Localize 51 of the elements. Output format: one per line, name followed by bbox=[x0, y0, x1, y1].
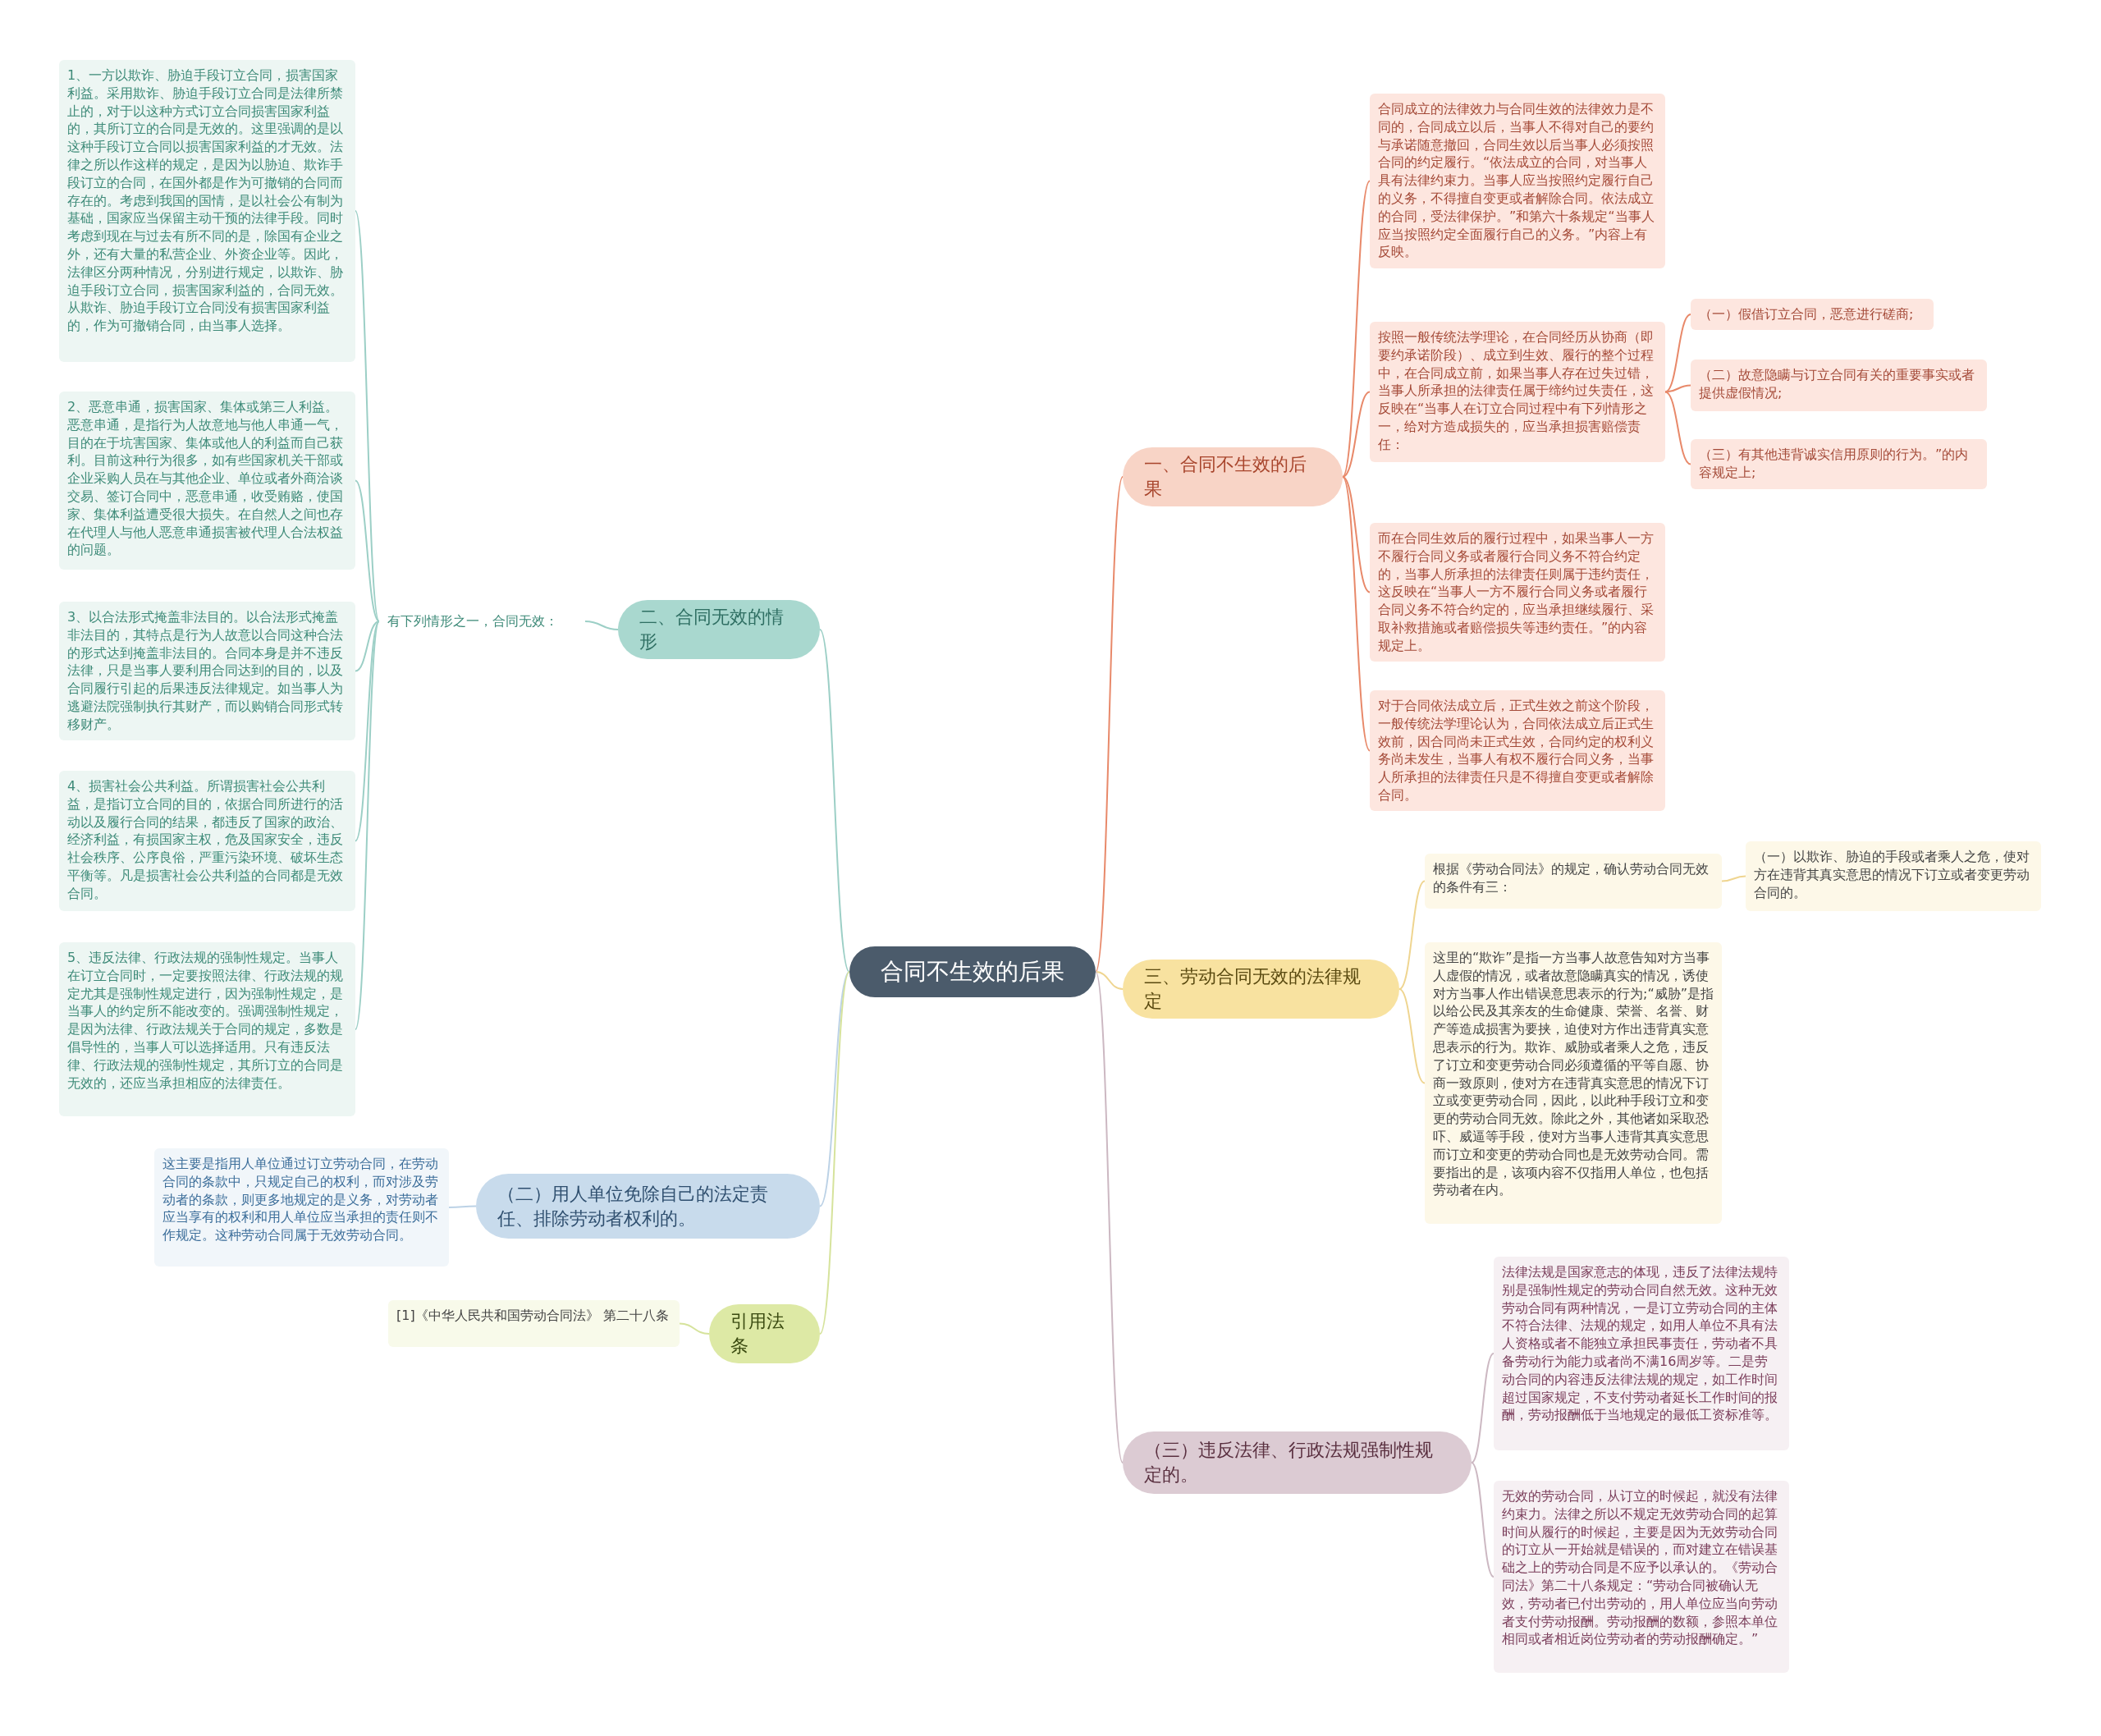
text-box: （三）有其他违背诚实信用原则的行为。”的内容规定上; bbox=[1691, 439, 1987, 489]
connector-line bbox=[1664, 314, 1691, 393]
connector-line bbox=[355, 621, 380, 842]
connector-line bbox=[1342, 476, 1371, 593]
text-box: 这里的“欺诈”是指一方当事人故意告知对方当事人虚假的情况，或者故意隐瞒真实的情况，诱使对方当事人作出错误意思表示的行为;“威胁”是指以给公民及其亲友的生命健康、荣誉、名誉、财产等造成损害为要挟，迫使对方作出违背真实意思表示的行为。欺诈、威胁或者乘人之危，违反了订立和变更劳动合同必须遵循的平等自愿、协商一致原则，使对方在违背真实意思的情况下订立或变更劳动合同，因此，以此种手段订立和变更的劳动合同无效。除此之外，其他诸如采取恐吓、威逼等手段，使对方当事人违背其真实意思而订立和变更的劳动合同也是无效劳动合同。需要指出的是，该项内容不仅指用人单位，也包括劳动者在内。 bbox=[1425, 942, 1722, 1224]
connector-line bbox=[448, 1205, 477, 1208]
text-box: 3、以合法形式掩盖非法目的。以合法形式掩盖非法目的，其特点是行为人故意以合同这种合法的形式达到掩盖非法目的。合同本身是并不违反法律，只是当事人要利用合同达到的目的，以及合同履行引起的后果违反法律规定。如当事人为逃避法院强制执行其财产，而以购销合同形式转移财产。 bbox=[59, 602, 355, 740]
branch-topic: （二）用人单位免除自己的法定责任、排除劳动者权利的。 bbox=[476, 1174, 820, 1239]
text-box: （二）故意隐瞒与订立合同有关的重要事实或者提供虚假情况; bbox=[1691, 360, 1987, 411]
branch-topic: 引用法条 bbox=[709, 1304, 820, 1363]
branch-topic: 二、合同无效的情形 bbox=[618, 600, 820, 659]
connector-line bbox=[1095, 971, 1124, 990]
text-box: 无效的劳动合同，从订立的时候起，就没有法律约束力。法律之所以不规定无效劳动合同的起算时间从履行的时候起，主要是因为无效劳动合同的订立从一开始就是错误的，而对建立在错误基础之上的劳动合同是不应予以承认的。《劳动合同法》第二十八条规定：“劳动合同被确认无效，劳动者已付出劳动的，用人单位应当向劳动者支付劳动报酬。劳动报酬的数额，参照本单位相同或者相近岗位劳动者的劳动报酬确定。” bbox=[1494, 1481, 1789, 1673]
connector-line bbox=[1664, 384, 1691, 393]
connector-line bbox=[355, 621, 380, 1030]
text-box: 法律法规是国家意志的体现，违反了法律法规特别是强制性规定的劳动合同自然无效。这种无效劳动合同有两种情况，一是订立劳动合同的主体不符合法律、法规的规定，如用人单位不具有法人资格或者不能独立承担民事责任，劳动者不具备劳动行为能力或者尚不满16周岁等。二是劳动合同的内容违反法律法规的规定，如工作时间超过国家规定，不支付劳动者延长工作时间的报酬，劳动报酬低于当地规定的最低工资标准等。 bbox=[1494, 1257, 1789, 1450]
connector-line bbox=[1095, 476, 1124, 973]
connector-line bbox=[1398, 988, 1426, 1084]
connector-line bbox=[355, 479, 380, 622]
connector-line bbox=[1095, 971, 1124, 1463]
connector-line bbox=[1342, 476, 1371, 752]
connector-line bbox=[1471, 1462, 1495, 1578]
central-topic: 合同不生效的后果 bbox=[849, 946, 1096, 997]
branch-topic: 三、劳动合同无效的法律规定 bbox=[1123, 960, 1399, 1019]
text-box: 按照一般传统法学理论，在合同经历从协商（即要约承诺阶段）、成立到生效、履行的整个过程中，在合同成立前，如果当事人存在过失过错，当事人所承担的法律责任属于缔约过失责任，这反映在“当事人在订立合同过程中有下列情形之一，给对方造成损失的，应当承担损害赔偿责任： bbox=[1370, 322, 1665, 462]
connector-line bbox=[355, 210, 380, 622]
connector-line bbox=[584, 621, 619, 630]
text-box: （一）假借订立合同，恶意进行磋商; bbox=[1691, 299, 1934, 330]
connector-line bbox=[355, 621, 380, 672]
text-box: [1]《中华人民共和国劳动合同法》 第二十八条 bbox=[388, 1300, 680, 1347]
text-box: 5、违反法律、行政法规的强制性规定。当事人在订立合同时，一定要按照法律、行政法规的规定尤其是强制性规定进行，因为强制性规定，是当事人的约定所不能改变的。强调强制性规定，是因为法律、行政法规关于合同的规定，多数是倡导性的，当事人可以选择适用。只有违反法律、行政法规的强制性规定，其所订立的合同是无效的，还应当承担相应的法律责任。 bbox=[59, 942, 355, 1116]
connector-line bbox=[1342, 180, 1371, 478]
text-box: 1、一方以欺诈、胁迫手段订立合同，损害国家利益。采用欺诈、胁迫手段订立合同是法律所禁止的，对于以这种方式订立合同损害国家利益的，其所订立的合同是无效的。这里强调的是以这种手段订立合同以损害国家利益的才无效。法律之所以作这样的规定，是因为以胁迫、欺诈手段订立的合同，在国外都是作为可撤销的合同而存在的。考虑到我国的国情，是以社会公有制为基础，国家应当保留主动干预的法律手段。同时考虑到现在与过去有所不同的是，除国有企业之外，还有大量的私营企业、外资企业等。因此，法律区分两种情况，分别进行规定，以欺诈、胁迫手段订立合同，损害国家利益的，合同无效。从欺诈、胁迫手段订立合同没有损害国家利益的，作为可撤销合同，由当事人选择。 bbox=[59, 60, 355, 362]
text-box: 根据《劳动合同法》的规定，确认劳动合同无效的条件有三： bbox=[1425, 854, 1722, 909]
connector-line bbox=[819, 629, 850, 973]
connector-line bbox=[1342, 391, 1371, 478]
connector-line bbox=[1721, 875, 1746, 882]
connector-line bbox=[1471, 1353, 1495, 1463]
text-box: 合同成立的法律效力与合同生效的法律效力是不同的，合同成立以后，当事人不得对自己的要约与承诺随意撤回，合同生效以后当事人必须按照合同的约定履行。“依法成立的合同，对当事人具有法律约束力。当事人应当按照约定履行自己的义务，不得擅自变更或者解除合同。依法成立的合同，受法律保护。”和第六十条规定“当事人应当按照约定全面履行自己的义务。”内容上有反映。 bbox=[1370, 94, 1665, 268]
text-box: 2、恶意串通，损害国家、集体或第三人利益。恶意串通，是指行为人故意地与他人串通一气，目的在于坑害国家、集体或他人的利益而自己获利。目前这种行为很多，如有些国家机关干部或企业采购人员在与其他企业、单位或者外商洽谈交易、签订合同中，恶意串通，收受贿赂，使国家、集体利益遭受很大损失。在自然人之间也存在代理人与他人恶意串通损害被代理人合法权益的问题。 bbox=[59, 392, 355, 570]
connector-line bbox=[1664, 391, 1691, 465]
text-box: （一）以欺诈、胁迫的手段或者乘人之危，使对方在违背其真实意思的情况下订立或者变更劳动合同的。 bbox=[1746, 841, 2041, 911]
branch-topic: （三）违反法律、行政法规强制性规定的。 bbox=[1123, 1431, 1472, 1494]
text-box: 而在合同生效后的履行过程中，如果当事人一方不履行合同义务或者履行合同义务不符合约定的，当事人所承担的法律责任则属于违约责任，这反映在“当事人一方不履行合同义务或者履行合同义务不符合约定的，应当承担继续履行、采取补救措施或者赔偿损失等违约责任。”的内容规定上。 bbox=[1370, 523, 1665, 662]
branch-topic: 一、合同不生效的后果 bbox=[1123, 447, 1343, 506]
connector-line bbox=[1398, 880, 1426, 990]
connector-line bbox=[819, 971, 850, 1335]
connector-line bbox=[679, 1322, 710, 1335]
text-box: 对于合同依法成立后，正式生效之前这个阶段，一般传统法学理论认为，合同依法成立后正式生效前，因合同尚未正式生效，合同约定的权利义务尚未发生，当事人有权不履行合同义务，当事人所承担的法律责任只是不得擅自变更或者解除合同。 bbox=[1370, 690, 1665, 811]
text-box: 4、损害社会公共利益。所谓损害社会公共利益，是指订立合同的目的，依据合同所进行的活动以及履行合同的结果，都违反了国家的政治、经济利益，有损国家主权，危及国家安全，违反社会秩序、公序良俗，严重污染环境、破坏生态平衡等。凡是损害社会公共利益的合同都是无效合同。 bbox=[59, 771, 355, 911]
text-box: 这主要是指用人单位通过订立劳动合同，在劳动合同的条款中，只规定自己的权利，而对涉及劳动者的条款，则更多地规定的是义务，对劳动者应当享有的权利和用人单位应当承担的责任则不作规定。这种劳动合同属于无效劳动合同。 bbox=[154, 1148, 449, 1267]
